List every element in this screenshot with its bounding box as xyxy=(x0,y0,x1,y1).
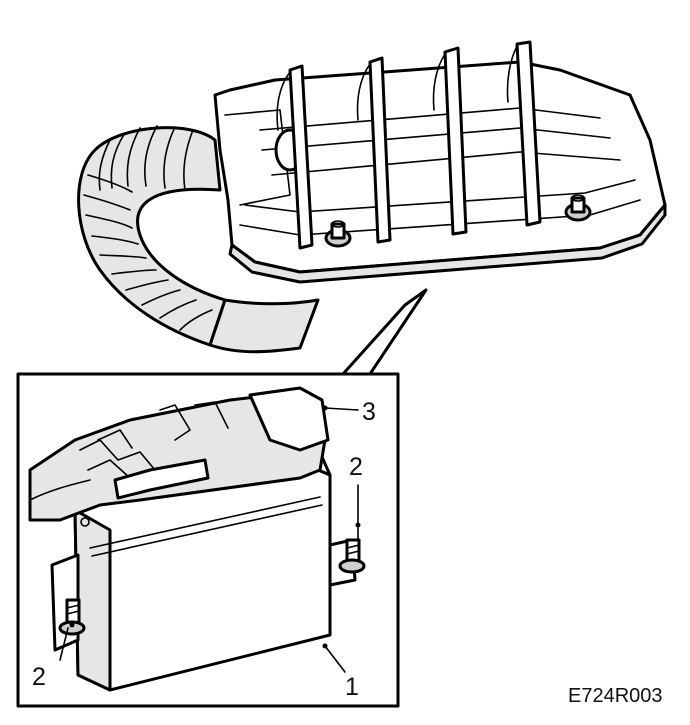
ecu-callout-label: 1 xyxy=(345,673,359,701)
figure-code: E724R003 xyxy=(568,685,663,707)
corrugated-hose xyxy=(77,125,320,354)
module-bolt-right xyxy=(338,538,366,574)
detail-inset: 3 2 2 1 xyxy=(16,288,428,708)
housing-bolt-left xyxy=(324,220,352,248)
callout-leaders xyxy=(59,405,361,673)
retaining-straps xyxy=(276,40,542,250)
connector-callout-label: 3 xyxy=(362,398,376,426)
wiring-connector xyxy=(28,386,330,522)
bolt-right-callout-label: 2 xyxy=(349,453,363,481)
housing-bolt-right xyxy=(564,194,592,222)
engine-cover-housing xyxy=(213,60,667,284)
bolt-left-callout-label: 2 xyxy=(32,663,46,691)
